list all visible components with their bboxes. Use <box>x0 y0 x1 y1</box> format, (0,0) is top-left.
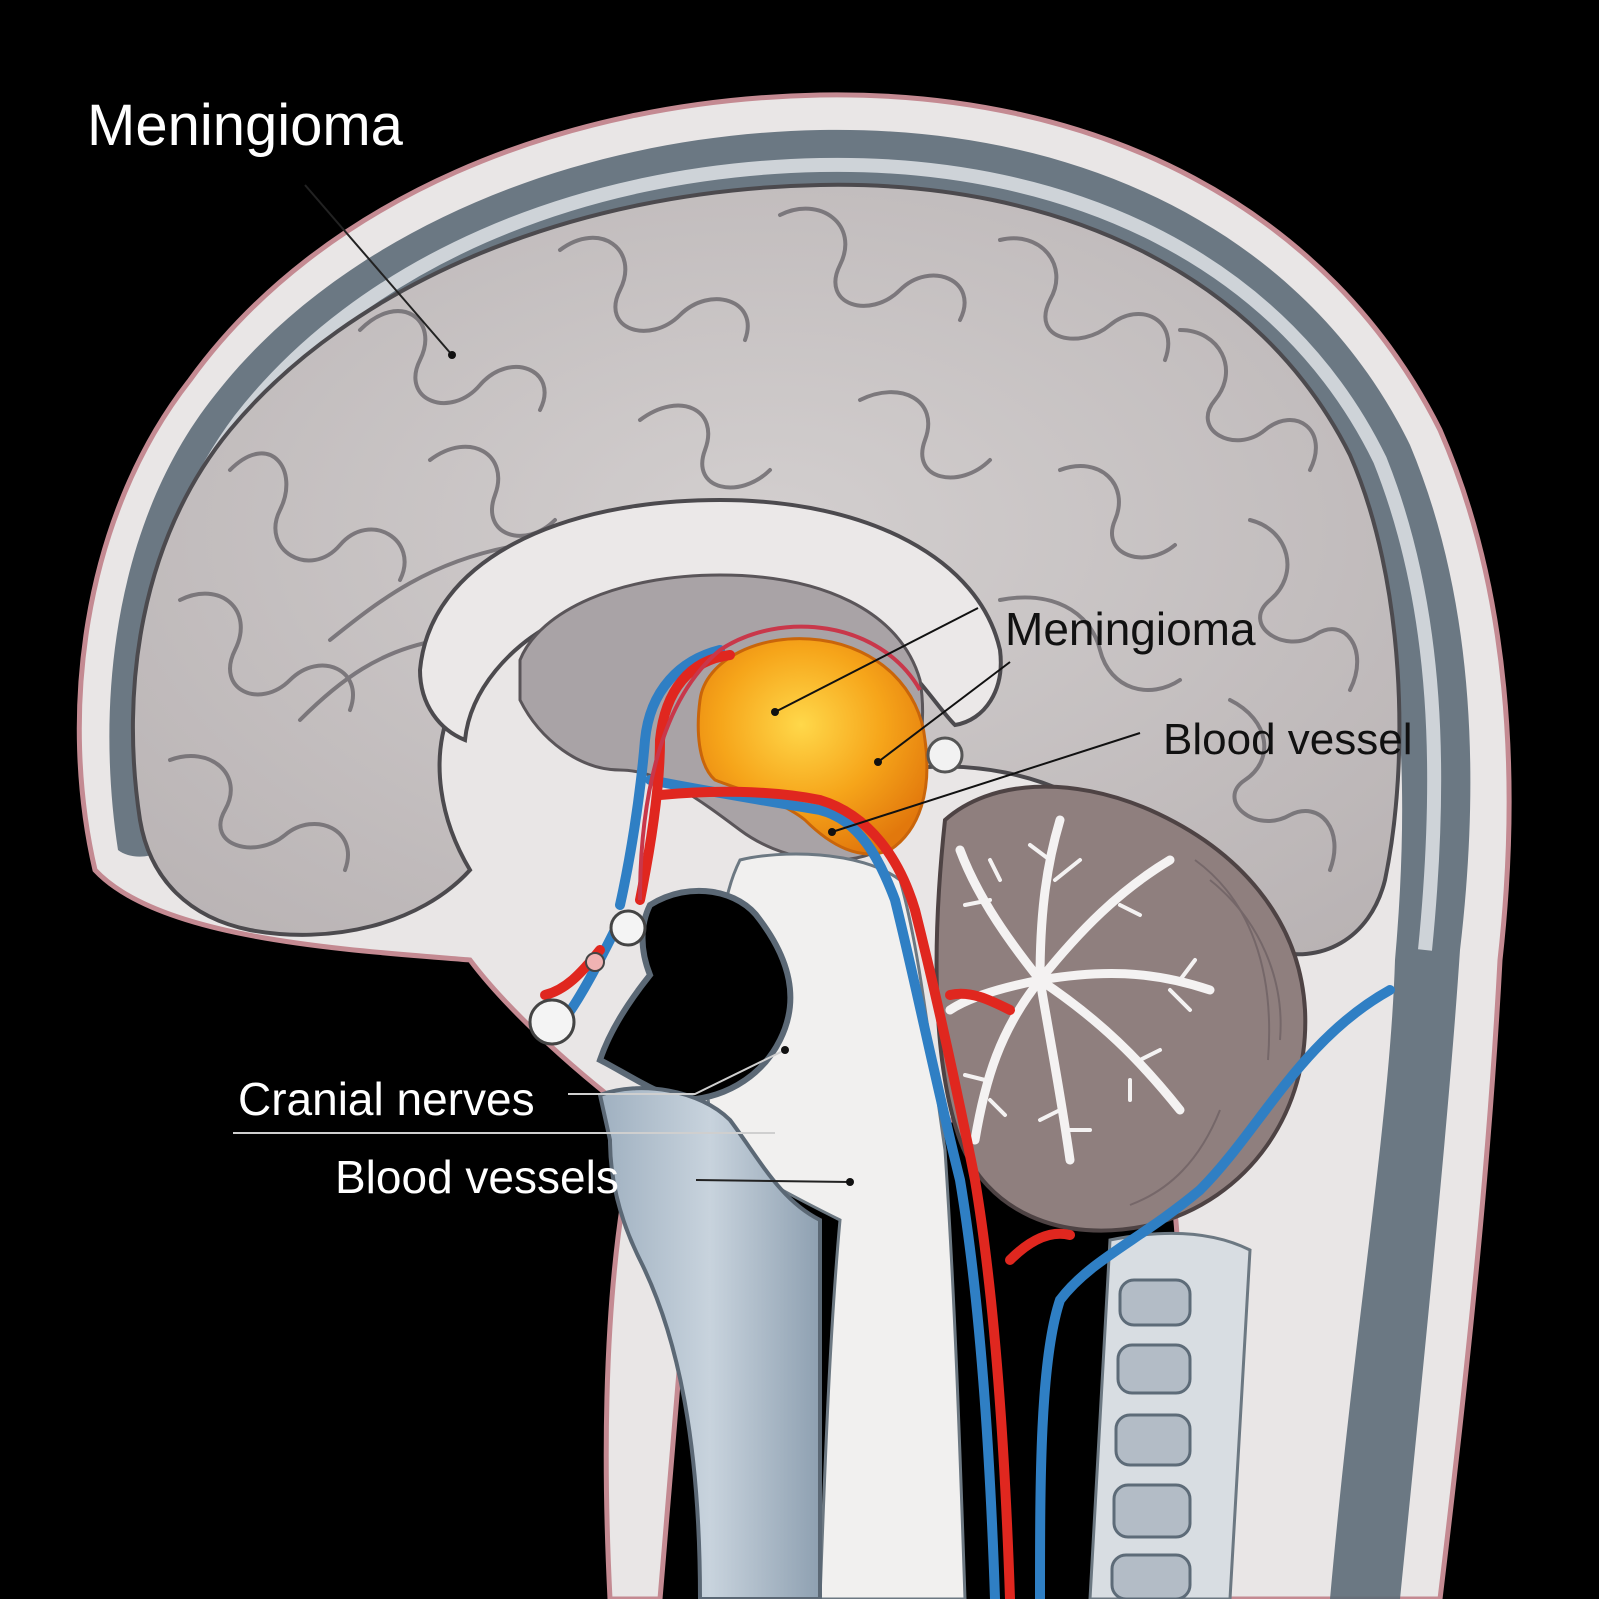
vertebrae <box>1110 1278 1192 1599</box>
cranial-nerve-node-small <box>585 952 605 972</box>
cerebellum-folia <box>1129 859 1282 1206</box>
artery-loop <box>638 624 922 901</box>
oral-region <box>597 1086 822 1599</box>
label-blood-vessel: Blood vessel <box>1163 715 1412 764</box>
label-meningioma-top: Meningioma <box>87 93 404 158</box>
meningioma-tumor <box>696 637 929 856</box>
nasal-cavity <box>596 887 794 1104</box>
pineal-body <box>926 736 964 774</box>
cranial-nerve-node-upper <box>609 909 647 947</box>
cerebellum <box>934 784 1308 1233</box>
leader-meningioma-mid-b <box>877 661 1011 763</box>
leader-lines <box>233 184 1141 1183</box>
leader-blood-vessels <box>695 1179 851 1183</box>
label-meningioma-mid: Meningioma <box>1005 603 1256 655</box>
cerebral-gyri <box>168 206 1360 872</box>
arbor-vitae <box>945 815 1215 1165</box>
leader-cranial-nerves <box>568 1049 786 1095</box>
arbor-vitae-branches <box>963 843 1197 1132</box>
leader-blood-vessel <box>831 732 1141 833</box>
leader-meningioma-top <box>304 184 453 356</box>
leader-meningioma-mid-a <box>774 607 979 713</box>
leader-endpoints <box>448 351 882 1186</box>
cranial-nerve-node-lower <box>528 998 576 1046</box>
label-cranial-nerves: Cranial nerves <box>238 1073 535 1125</box>
veins <box>555 645 1395 1599</box>
label-blood-vessels: Blood vessels <box>335 1151 619 1203</box>
corpus-callosum <box>417 497 1003 743</box>
